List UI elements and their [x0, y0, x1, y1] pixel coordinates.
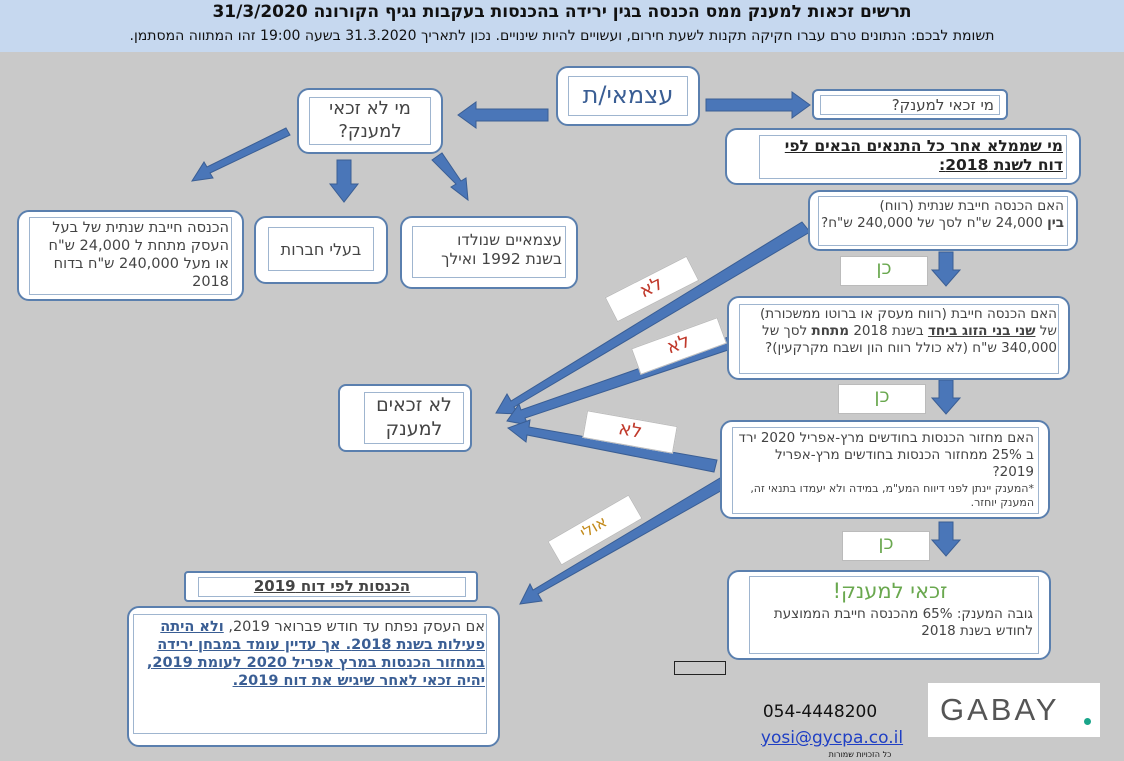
who-eligible-label: מי זכאי למענק?: [891, 96, 994, 114]
arrow-to-not-eligible: [457, 101, 549, 129]
email-link[interactable]: yosi@gycpa.co.il: [760, 728, 904, 748]
logo-text: GABAY: [940, 692, 1060, 727]
phone-number: 054-4448200: [762, 702, 878, 722]
company-owners-box: בעלי חברות: [254, 216, 388, 284]
conditions-title: מי שממלא אחר כל התנאים הבאים לפי דוח לשנ…: [784, 137, 1063, 175]
yes-label-2: כן: [838, 384, 926, 414]
income-2019-title-box: הכנסות לפי דוח 2019: [184, 571, 478, 602]
page-title: תרשים זכאות למענק ממס הכנסה בגין ירידה ב…: [212, 2, 912, 22]
arrow-yes-2: [930, 379, 962, 415]
arrow-to-born-1992: [431, 152, 469, 202]
rights-text: כל הזכויות שמורות: [828, 750, 892, 759]
born-1992-label: עצמאיים שנולדו בשנת 1992 ואילך: [441, 231, 562, 269]
logo-dot-icon: [1084, 718, 1091, 725]
yes-label-1: כן: [840, 256, 928, 286]
eligible-amount: גובה המענק: 65% מהכנסה חייבת הממוצעת לחו…: [773, 606, 1033, 639]
income-criterion-box: הכנסה חייבת שנתית של בעל העסק מתחת ל 24,…: [17, 210, 244, 301]
yes-label-3: כן: [842, 531, 930, 561]
who-not-eligible-box: מי לא זכאי למענק?: [297, 88, 443, 154]
question-3-text: האם מחזור הכנסות בחודשים מרץ-אפריל 2020 …: [738, 430, 1035, 480]
question-2-box: האם הכנסה חייבת (רווח מעסק או ברוטו ממשכ…: [727, 296, 1070, 380]
logo-box: GABAY: [928, 683, 1100, 737]
not-eligible-box: לא זכאים למענק: [338, 384, 472, 452]
question-3-note: *המענק יינתן לפני דיווח המע"מ, במידה ולא…: [750, 482, 1034, 509]
arrow-to-company-owners: [328, 159, 360, 203]
question-1-text: האם הכנסה חייבת שנתית (רווח)בין 24,000 ש…: [821, 198, 1064, 231]
question-2-text: האם הכנסה חייבת (רווח מעסק או ברוטו ממשכ…: [759, 306, 1057, 356]
arrow-maybe: [519, 477, 727, 605]
self-employed-label: עצמאי/ת: [582, 81, 674, 109]
income-criterion-label: הכנסה חייבת שנתית של בעל העסק מתחת ל 24,…: [48, 220, 229, 291]
header-bar: [0, 0, 1124, 52]
empty-rectangle: [674, 661, 726, 675]
arrow-to-income-criterion: [190, 127, 291, 182]
question-1-box: האם הכנסה חייבת שנתית (רווח)בין 24,000 ש…: [808, 190, 1078, 251]
self-employed-box: עצמאי/ת: [556, 66, 700, 126]
eligible-box: זכאי למענק! גובה המענק: 65% מהכנסה חייבת…: [727, 570, 1051, 660]
who-not-eligible-label: מי לא זכאי למענק?: [329, 98, 411, 142]
notice-text: תשומת לבכם: הנתונים טרם עברו חקיקה תקנות…: [129, 28, 995, 44]
arrow-yes-3: [930, 521, 962, 557]
income-2019-box: אם העסק נפתח עד חודש פברואר 2019, ולא הי…: [127, 606, 500, 747]
who-eligible-box: מי זכאי למענק?: [812, 89, 1008, 120]
arrow-to-eligible: [705, 91, 811, 119]
income-2019-text: אם העסק נפתח עד חודש פברואר 2019, ולא הי…: [146, 619, 485, 690]
income-2019-title: הכנסות לפי דוח 2019: [253, 577, 411, 595]
company-owners-label: בעלי חברות: [280, 240, 362, 259]
not-eligible-label: לא זכאים למענק: [376, 394, 452, 440]
question-3-box: האם מחזור הכנסות בחודשים מרץ-אפריל 2020 …: [720, 420, 1050, 519]
eligible-title: זכאי למענק!: [832, 579, 948, 603]
arrow-no-3: [506, 419, 718, 473]
arrow-yes-1: [930, 251, 962, 287]
born-1992-box: עצמאיים שנולדו בשנת 1992 ואילך: [400, 216, 578, 289]
conditions-title-box: מי שממלא אחר כל התנאים הבאים לפי דוח לשנ…: [725, 128, 1081, 185]
arrow-no-1: [495, 221, 811, 415]
